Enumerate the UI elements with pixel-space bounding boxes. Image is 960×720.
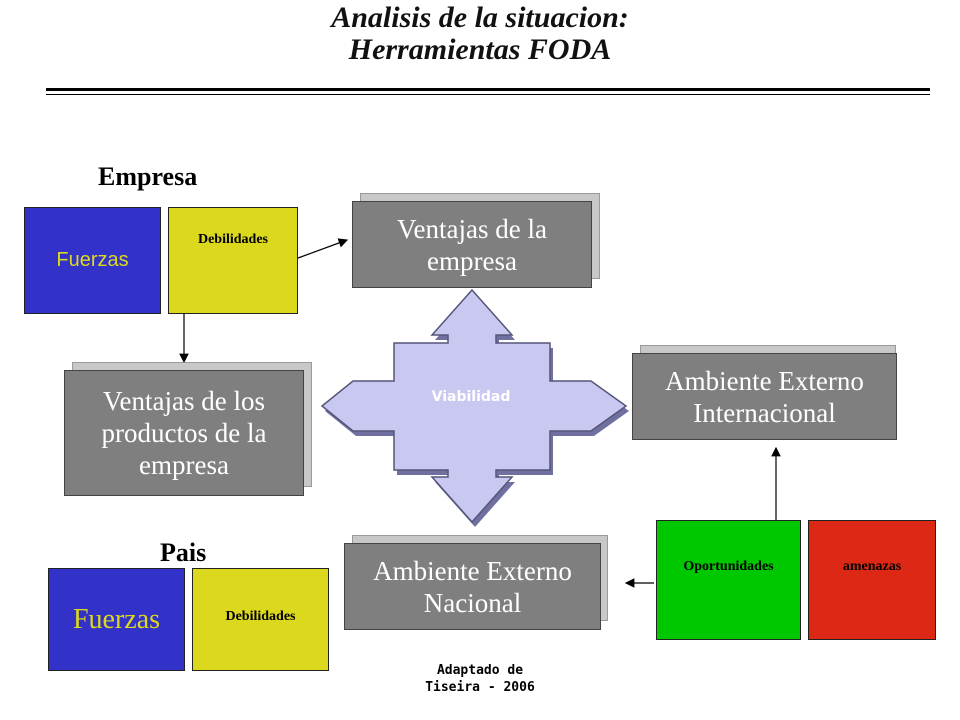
ambiente-internacional-box: Ambiente Externo Internacional: [632, 353, 897, 440]
pais-heading: Pais: [160, 538, 207, 567]
viabilidad-cross: [320, 288, 629, 527]
source-credit: Adaptado de Tiseira - 2006: [380, 662, 580, 696]
ambiente-nacional-box: Ambiente Externo Nacional: [344, 543, 601, 630]
ventajas-empresa-label: Ventajas de la empresa: [397, 213, 547, 276]
pais-debilidades-label: Debilidades: [225, 609, 296, 624]
empresa-debilidades-label: Debilidades: [197, 232, 268, 247]
oportunidades-box: Oportunidades: [656, 520, 801, 640]
empresa-fuerzas-label: Fuerzas: [56, 249, 129, 271]
viabilidad-label: Viabilidad: [431, 389, 511, 405]
ventajas-empresa-box: Ventajas de la empresa: [352, 201, 592, 288]
empresa-heading: Empresa: [98, 162, 198, 191]
amenazas-box: amenazas: [808, 520, 936, 640]
oportunidades-label: Oportunidades: [683, 559, 774, 574]
title-rule-thin: [46, 94, 930, 95]
ventajas-productos-label: Ventajas de los productos de la empresa: [101, 386, 267, 480]
source-credit-line-2: Tiseira - 2006: [425, 680, 535, 695]
empresa-fuerzas-box: Fuerzas: [24, 207, 161, 314]
ambiente-nacional-label: Ambiente Externo Nacional: [373, 555, 572, 618]
ambiente-internacional-label: Ambiente Externo Internacional: [665, 365, 864, 428]
arrow-debilidades-to-ventajas-empresa: [297, 238, 349, 259]
amenazas-label: amenazas: [842, 559, 902, 574]
ventajas-productos-box: Ventajas de los productos de la empresa: [64, 370, 304, 496]
pais-fuerzas-label: Fuerzas: [72, 603, 161, 635]
title-rule-thick: [46, 88, 930, 91]
slide-title: Analisis de la situacion: Herramientas F…: [0, 2, 960, 66]
pais-debilidades-box: Debilidades: [192, 568, 329, 671]
pais-fuerzas-box: Fuerzas: [48, 568, 185, 671]
empresa-debilidades-box: Debilidades: [168, 207, 298, 314]
source-credit-line-1: Adaptado de: [436, 663, 524, 678]
title-line-1: Analisis de la situacion:: [331, 1, 629, 34]
title-line-2: Herramientas FODA: [348, 33, 612, 66]
